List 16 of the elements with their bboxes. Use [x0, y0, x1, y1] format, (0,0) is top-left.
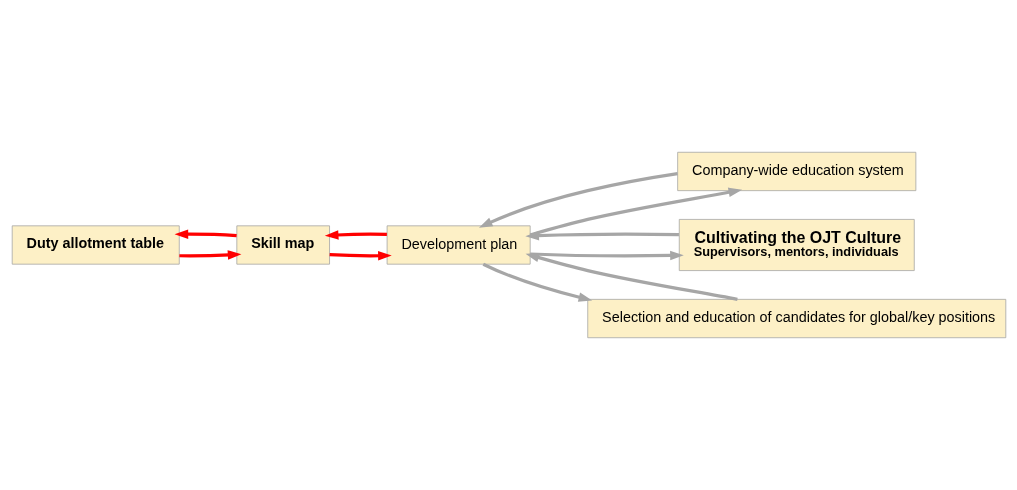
- arrow: [524, 230, 679, 241]
- arrow: [482, 262, 592, 302]
- node-box: Duty allotment table: [11, 225, 180, 265]
- arrow: [478, 172, 678, 228]
- arrow: [178, 250, 241, 260]
- node-box: Development plan: [386, 225, 531, 265]
- node-box: Skill map: [235, 225, 330, 265]
- arrow: [529, 250, 684, 261]
- arrow: [174, 229, 237, 239]
- arrow: [324, 230, 387, 240]
- arrow: [525, 252, 738, 301]
- arrow: [329, 251, 392, 261]
- node-box: Cultivating the OJT Culture Supervisors, mentors, individuals: [678, 219, 915, 271]
- arrow: [529, 187, 742, 237]
- node-box: Selection and education of candidates for global/key positions: [586, 298, 1006, 339]
- node-box: Company-wide education system: [676, 151, 916, 192]
